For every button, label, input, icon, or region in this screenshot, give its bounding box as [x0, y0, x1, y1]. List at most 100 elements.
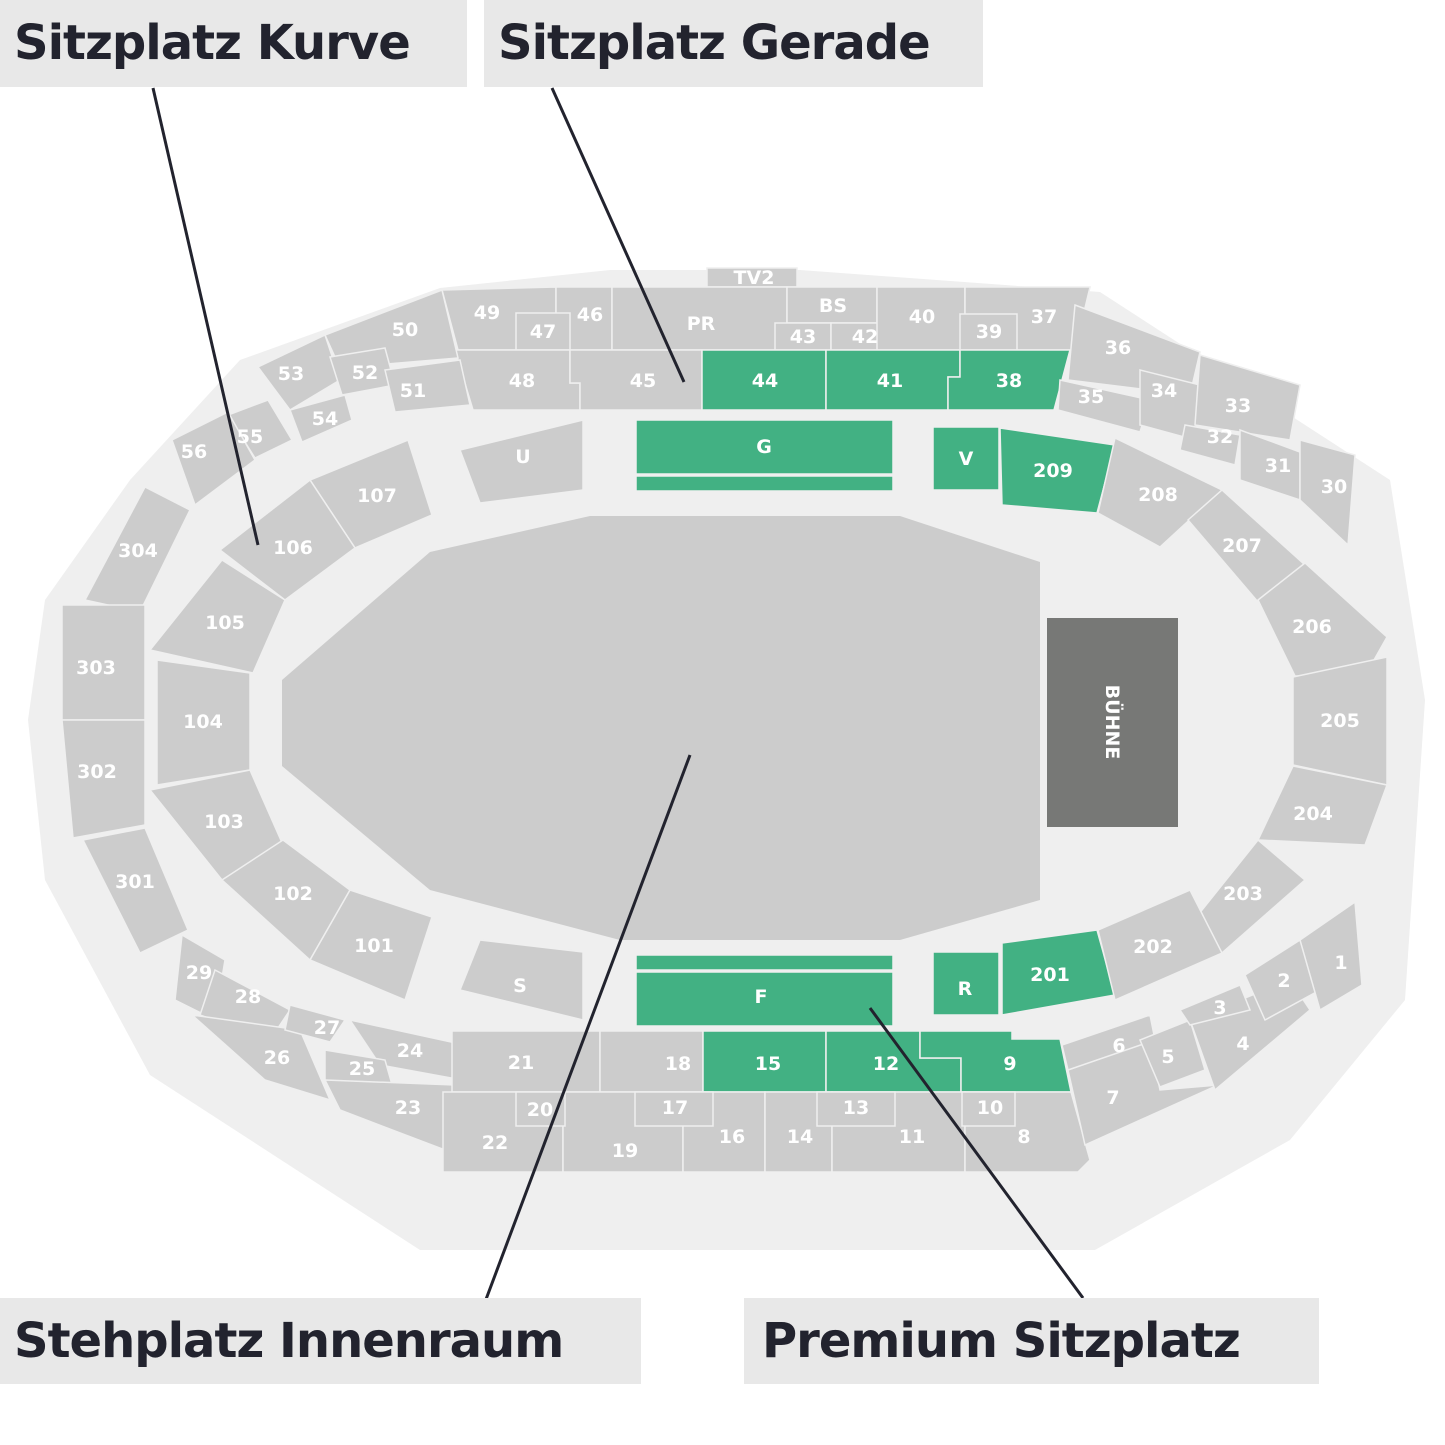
section-label-103: 103	[204, 811, 244, 833]
section-label-r: R	[958, 978, 973, 1000]
section-label-4: 4	[1236, 1033, 1249, 1055]
section-label-204: 204	[1293, 803, 1333, 825]
section-label-20: 20	[527, 1099, 553, 1121]
section-s[interactable]	[458, 939, 584, 1021]
section-label-207: 207	[1222, 535, 1262, 557]
section-label-31: 31	[1265, 455, 1291, 477]
section-u[interactable]	[458, 419, 584, 504]
section-f[interactable]	[635, 971, 894, 1027]
section-label-37: 37	[1031, 306, 1057, 328]
section-label-30: 30	[1321, 476, 1347, 498]
section-label-49: 49	[474, 302, 500, 324]
section-label-206: 206	[1292, 616, 1332, 638]
section-label-tv2: TV2	[734, 267, 775, 289]
section-label-29: 29	[186, 962, 212, 984]
pointer-line-kurve	[151, 87, 260, 546]
section-label-11: 11	[899, 1126, 925, 1148]
section-label-55: 55	[237, 426, 263, 448]
section-v[interactable]	[932, 426, 1000, 491]
section-g[interactable]	[635, 419, 894, 475]
section-26[interactable]	[189, 1013, 332, 1102]
section-label-34: 34	[1151, 380, 1177, 402]
section-label-13: 13	[843, 1097, 869, 1119]
section-label-209: 209	[1033, 460, 1073, 482]
section-label-pr: PR	[687, 313, 716, 335]
section-label-v: V	[959, 448, 974, 470]
section-label-s: S	[513, 975, 527, 997]
section-10[interactable]	[961, 1091, 1016, 1127]
pointer-line-gerade	[550, 87, 686, 383]
section-label-45: 45	[630, 370, 656, 392]
section-g[interactable]	[635, 475, 894, 492]
section-label-50: 50	[392, 319, 418, 341]
section-label-43: 43	[790, 326, 816, 348]
section-label-46: 46	[577, 304, 603, 326]
section-label-36: 36	[1105, 337, 1131, 359]
section-27[interactable]	[284, 1004, 347, 1043]
section-label-bs: BS	[819, 295, 847, 317]
section-r[interactable]	[932, 951, 1000, 1016]
section-label-f: F	[755, 986, 768, 1008]
section-5[interactable]	[1139, 1018, 1206, 1088]
section-label-201: 201	[1030, 964, 1070, 986]
section-105[interactable]	[148, 559, 286, 674]
section-label-21: 21	[508, 1052, 534, 1074]
section-label-14: 14	[787, 1126, 813, 1148]
section-17[interactable]	[634, 1091, 714, 1127]
section-label-38: 38	[996, 370, 1022, 392]
section-label-35: 35	[1078, 386, 1104, 408]
section-204[interactable]	[1256, 765, 1389, 846]
section-shapes	[61, 267, 1389, 1173]
section-label-47: 47	[530, 321, 556, 343]
section-label-1: 1	[1334, 952, 1347, 974]
section-35[interactable]	[1057, 379, 1151, 433]
section-30[interactable]	[1299, 439, 1356, 547]
section-label-6: 6	[1112, 1035, 1125, 1057]
stage: BÜHNE	[1047, 618, 1178, 827]
section-label-205: 205	[1320, 710, 1360, 732]
section-38[interactable]	[947, 349, 1071, 411]
section-label-12: 12	[873, 1053, 899, 1075]
section-202[interactable]	[1097, 889, 1224, 1002]
section-label-304: 304	[118, 540, 158, 562]
section-f[interactable]	[635, 954, 894, 971]
section-32[interactable]	[1179, 424, 1241, 466]
section-label-28: 28	[235, 986, 261, 1008]
section-label-208: 208	[1138, 484, 1178, 506]
section-label-3: 3	[1213, 997, 1226, 1019]
section-101[interactable]	[308, 889, 433, 1002]
section-3[interactable]	[1178, 984, 1252, 1026]
section-label-15: 15	[755, 1053, 781, 1075]
section-209[interactable]	[999, 427, 1116, 514]
section-label-42: 42	[852, 326, 878, 348]
section-label-302: 302	[77, 761, 117, 783]
section-1[interactable]	[1299, 900, 1363, 1012]
category-label-premium-sitzplatz: Premium Sitzplatz	[744, 1298, 1319, 1384]
section-33[interactable]	[1194, 354, 1301, 441]
section-13[interactable]	[816, 1091, 896, 1127]
section-106[interactable]	[218, 478, 357, 601]
section-label-u: U	[515, 446, 530, 468]
standing-area-innenraum[interactable]	[282, 516, 1040, 940]
section-206[interactable]	[1257, 562, 1388, 677]
section-label-27: 27	[314, 1017, 340, 1039]
section-label-52: 52	[352, 362, 378, 384]
section-208[interactable]	[1097, 436, 1224, 548]
section-label-26: 26	[264, 1047, 290, 1069]
section-label-107: 107	[357, 485, 397, 507]
section-label-51: 51	[400, 380, 426, 402]
section-label-24: 24	[397, 1040, 423, 1062]
section-label-102: 102	[273, 883, 313, 905]
section-label-10: 10	[977, 1097, 1003, 1119]
section-51[interactable]	[384, 359, 471, 413]
section-label-19: 19	[612, 1140, 638, 1162]
pointer-line-premium	[868, 1007, 1085, 1299]
section-301[interactable]	[81, 827, 189, 954]
section-label-54: 54	[312, 408, 338, 430]
section-label-105: 105	[205, 612, 245, 634]
section-54[interactable]	[289, 394, 353, 444]
section-302[interactable]	[61, 719, 146, 839]
section-label-g: G	[756, 436, 772, 458]
section-label-104: 104	[183, 711, 223, 733]
